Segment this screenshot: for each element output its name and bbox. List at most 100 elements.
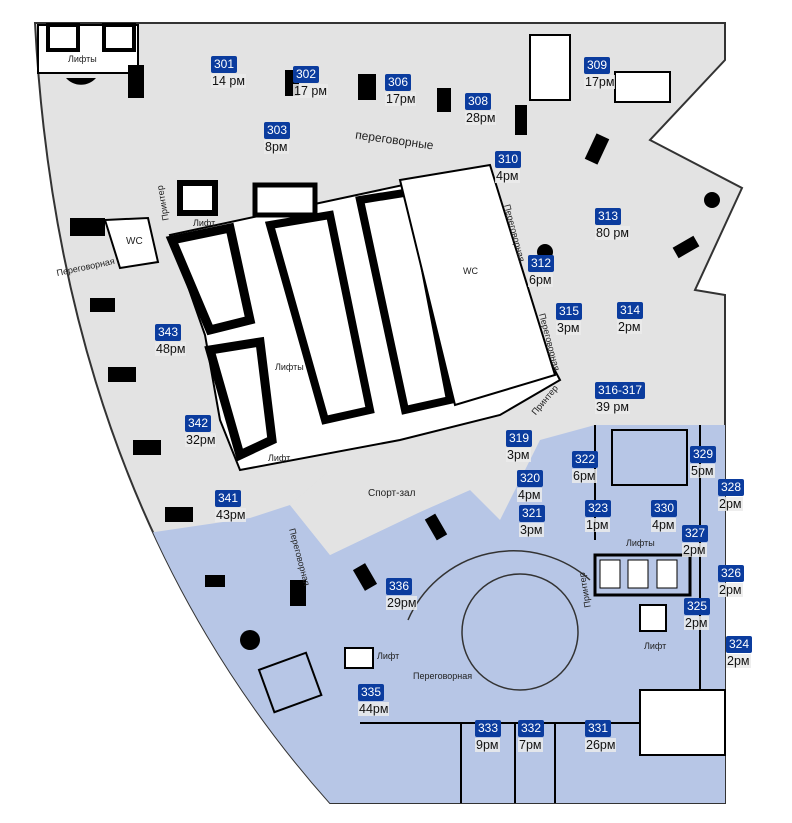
wc-label: WC bbox=[126, 236, 143, 247]
room-number-badge: 327 bbox=[682, 525, 709, 542]
room-capacity: 9рм bbox=[475, 738, 500, 752]
wc-label: WC bbox=[463, 266, 478, 276]
room-capacity: 48рм bbox=[155, 342, 187, 356]
wc-left-room bbox=[103, 216, 160, 270]
lifts-top-label: Лифты bbox=[68, 54, 97, 64]
room-number-badge: 341 bbox=[215, 490, 242, 507]
room-capacity: 4рм bbox=[651, 518, 676, 532]
room-number-badge: 335 bbox=[358, 684, 385, 701]
room-number-badge: 326 bbox=[718, 565, 745, 582]
room-number-badge: 342 bbox=[185, 415, 212, 432]
room-number-badge: 328 bbox=[718, 479, 745, 496]
room-capacity: 17рм bbox=[584, 75, 616, 89]
room-capacity: 14 рм bbox=[211, 74, 246, 88]
room-number-badge: 330 bbox=[651, 500, 678, 517]
room-number-badge: 308 bbox=[465, 93, 492, 110]
lift-label: Лифт bbox=[268, 453, 291, 463]
room-number-badge: 320 bbox=[517, 470, 544, 487]
room-capacity: 43рм bbox=[215, 508, 247, 522]
room-capacity: 2рм bbox=[682, 543, 707, 557]
room-capacity: 44рм bbox=[358, 702, 390, 716]
room-capacity: 2рм bbox=[718, 583, 743, 597]
room-capacity: 6рм bbox=[572, 469, 597, 483]
room-capacity: 3рм bbox=[519, 523, 544, 537]
room-capacity: 5рм bbox=[690, 464, 715, 478]
room-capacity: 17рм bbox=[385, 92, 417, 106]
room-capacity: 7рм bbox=[518, 738, 543, 752]
room-number-badge: 319 bbox=[506, 430, 533, 447]
room-number-badge: 306 bbox=[385, 74, 412, 91]
lifts-right-label: Лифты bbox=[626, 538, 655, 548]
meeting-room-label: Переговорная bbox=[413, 671, 473, 681]
room-capacity: 2рм bbox=[726, 654, 751, 668]
room-number-badge: 324 bbox=[726, 636, 753, 653]
room-number-badge: 332 bbox=[518, 720, 545, 737]
room-number-badge: 314 bbox=[617, 302, 644, 319]
room-capacity: 2рм bbox=[684, 616, 709, 630]
room-number-badge: 301 bbox=[211, 56, 238, 73]
room-capacity: 80 рм bbox=[595, 226, 630, 240]
room-number-badge: 325 bbox=[684, 598, 711, 615]
room-capacity: 8рм bbox=[264, 140, 289, 154]
room-capacity: 3рм bbox=[506, 448, 531, 462]
lifts-mid-label: Лифты bbox=[275, 362, 304, 372]
room-capacity: 4рм bbox=[517, 488, 542, 502]
gym-zone bbox=[290, 450, 470, 555]
atrium-circle bbox=[461, 573, 579, 691]
room-capacity: 28рм bbox=[465, 111, 497, 125]
room-number-badge: 343 bbox=[155, 324, 182, 341]
room-capacity: 17 рм bbox=[293, 84, 328, 98]
room-number-badge: 336 bbox=[386, 578, 413, 595]
room-capacity: 6рм bbox=[528, 273, 553, 287]
room-number-badge: 315 bbox=[556, 303, 583, 320]
room-capacity: 3рм bbox=[556, 321, 581, 335]
room-capacity: 29рм bbox=[386, 596, 418, 610]
room-capacity: 2рм bbox=[617, 320, 642, 334]
room-number-badge: 312 bbox=[528, 255, 555, 272]
room-number-badge: 313 bbox=[595, 208, 622, 225]
lift-label: Лифт bbox=[193, 218, 216, 228]
room-number-badge: 309 bbox=[584, 57, 611, 74]
room-capacity: 4рм bbox=[495, 169, 520, 183]
gym-label: Спорт-зал bbox=[368, 488, 416, 499]
room-number-badge: 310 bbox=[495, 151, 522, 168]
blue-zone bbox=[100, 425, 725, 803]
room-number-badge: 329 bbox=[690, 446, 717, 463]
room-capacity: 1рм bbox=[585, 518, 610, 532]
wc-center-room bbox=[398, 163, 557, 407]
